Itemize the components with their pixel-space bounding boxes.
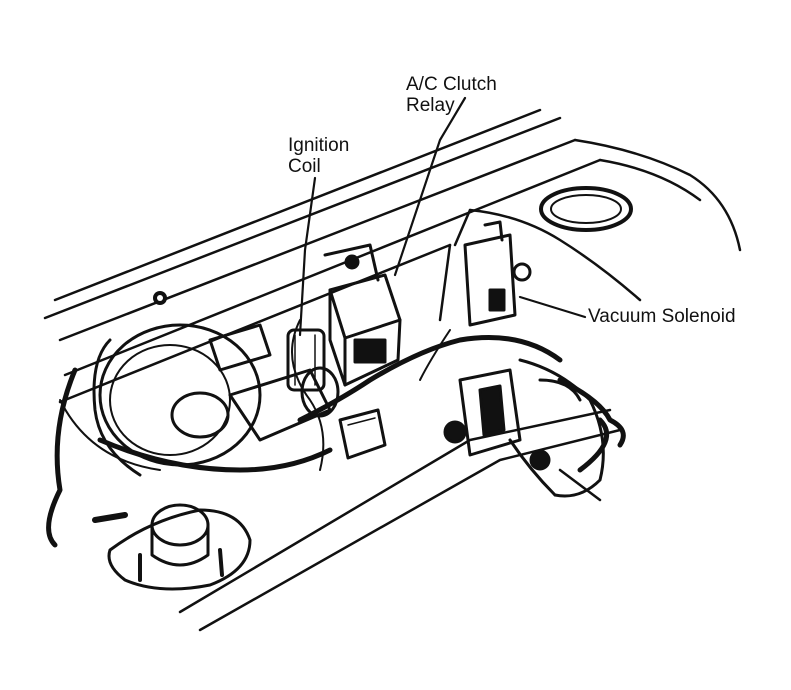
connector-block (338, 408, 387, 460)
ac-clutch-relay-label: A/C Clutch Relay (406, 74, 497, 116)
ignition-coil-label-line1: Ignition (288, 135, 350, 156)
ac-clutch-relay-label-line2: Relay (406, 95, 455, 116)
ignition-coil (286, 328, 326, 392)
coil-leader-line (298, 176, 317, 337)
leader-lines (298, 96, 587, 337)
solenoid-leader-line (518, 295, 587, 319)
thin-wires (59, 319, 451, 471)
vacuum-solenoid-label: Vacuum Solenoid (588, 306, 736, 327)
ignition-coil-label-line2: Coil (288, 156, 321, 177)
firewall-bolt (153, 291, 167, 305)
bracket-assembly (443, 358, 605, 498)
relay-leader-line (393, 96, 467, 277)
ac-clutch-relay (323, 243, 402, 387)
firewall-panel (43, 108, 742, 404)
access-hole (539, 186, 633, 232)
lower-sensor (92, 503, 252, 591)
fender-edge (178, 408, 622, 632)
ac-clutch-relay-label-line1: A/C Clutch (406, 74, 497, 95)
vacuum-solenoid (463, 220, 532, 327)
ignition-coil-label: Ignition Coil (288, 135, 349, 177)
wiring-harness (46, 335, 626, 548)
